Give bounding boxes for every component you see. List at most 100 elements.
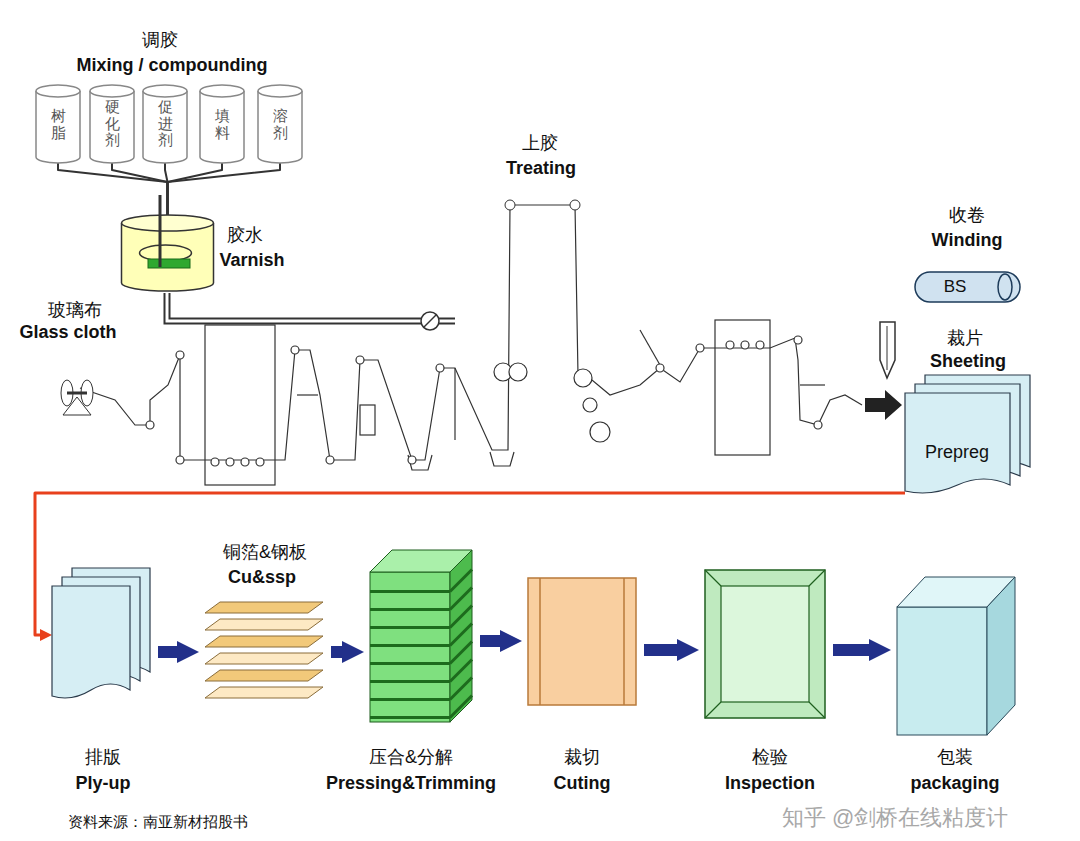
sheeting-knife <box>865 322 902 420</box>
illustration-stroke <box>756 341 764 349</box>
copper-steel-plates-part <box>205 602 323 613</box>
sheet <box>905 393 1010 493</box>
illustration-stroke <box>424 315 436 327</box>
pressed-book-part <box>370 716 450 719</box>
pressed-book-part <box>450 570 472 592</box>
step-label: Treating <box>506 158 576 179</box>
illustration-stroke <box>421 312 439 330</box>
glass-cloth-roll-part <box>67 392 87 395</box>
pressed-book-part <box>370 662 450 665</box>
source-caption: 资料来源：南亚新材招股书 <box>68 813 248 832</box>
ingredient-drum-part <box>143 85 187 97</box>
illustration-stroke <box>326 456 334 464</box>
illustration-stroke <box>226 458 234 466</box>
copper-steel-plates: 铜箔&钢板Cu&ssp <box>205 600 323 700</box>
illustration-stroke <box>656 364 664 372</box>
step-label: 铜箔&钢板 <box>223 542 307 563</box>
copper-steel-plates-part <box>205 687 323 698</box>
pressed-book-part <box>370 644 450 647</box>
step-label: Inspection <box>725 773 815 794</box>
illustration-stroke <box>360 405 375 435</box>
treater-tower: 上胶Treating <box>505 192 585 452</box>
package-box-part <box>987 577 1015 735</box>
illustration-stroke <box>167 293 455 321</box>
winding-roll-part <box>998 274 1012 300</box>
inspection-panel-part <box>705 570 825 718</box>
inspection-panel-part <box>721 586 809 702</box>
illustration-stroke <box>297 394 318 395</box>
pressed-book-part <box>370 590 450 593</box>
flow-arrow <box>480 635 500 647</box>
pressed-book-part <box>450 624 472 646</box>
inspection-panel: 检验Inspection <box>705 570 825 718</box>
ingredient-drum-part <box>36 85 80 97</box>
step-label: 裁片 <box>947 328 983 349</box>
step-label: 收卷 <box>949 205 985 226</box>
treater-tower-outline <box>505 192 585 452</box>
step-label: 压合&分解 <box>369 747 453 768</box>
ply-up-stack-outline <box>52 568 150 700</box>
prepreg-stack-outline <box>905 375 1030 495</box>
cut-panel-part <box>539 578 541 705</box>
pressed-book-part <box>450 696 472 718</box>
copper-steel-plates-part <box>205 653 323 664</box>
shape-text: BS <box>944 277 967 297</box>
copper-steel-plates-part <box>205 670 323 681</box>
cut-panel-part <box>623 578 625 705</box>
illustration-stroke <box>256 458 264 466</box>
illustration-stroke <box>454 368 455 440</box>
ply-up-stack: 排版Ply-up <box>52 568 150 700</box>
illustration-stroke <box>583 398 597 412</box>
shape-text: 硬化剂 <box>105 99 120 149</box>
pressed-book-outline <box>370 550 472 722</box>
copper-steel-plates-part <box>205 619 323 630</box>
treater-tower-part <box>505 200 515 210</box>
illustration-stroke <box>80 205 862 460</box>
treater-machine <box>80 205 862 485</box>
illustration-stroke <box>715 320 770 455</box>
ingredient-drum-part <box>90 85 134 97</box>
step-label: 排版 <box>85 747 121 768</box>
flow-arrow <box>331 646 342 658</box>
ingredient-drum-part <box>258 91 302 163</box>
prepreg-stack: 裁片SheetingPrepreg <box>905 375 1030 495</box>
step-label: 包装 <box>937 747 973 768</box>
pressed-book-part <box>370 608 450 611</box>
step-label: Cu&ssp <box>228 567 296 588</box>
shape-text: 促进剂 <box>158 99 173 149</box>
pressed-book-part <box>450 642 472 664</box>
cut-panel-part <box>528 578 636 705</box>
pressed-book-part <box>450 550 472 722</box>
illustration-stroke <box>887 326 888 370</box>
illustration-stroke <box>211 458 219 466</box>
copper-steel-plates-part <box>205 636 323 647</box>
illustration-stroke <box>146 421 154 429</box>
watermark: 知乎 @剑桥在线粘度计 <box>782 803 1008 833</box>
step-label: packaging <box>910 773 999 794</box>
flow-arrow <box>158 646 177 658</box>
step-label: Cuting <box>554 773 611 794</box>
section-heading: 调胶 <box>142 28 178 52</box>
illustration-stroke <box>291 346 299 354</box>
ingredient-drum-part <box>90 91 134 163</box>
step-label: 检验 <box>752 747 788 768</box>
illustration-stroke <box>640 330 660 365</box>
illustration-stroke <box>408 456 416 464</box>
treater-tower-part <box>570 200 580 210</box>
illustration-stroke <box>814 421 822 429</box>
illustration-stroke <box>880 322 895 378</box>
ingredient-drum: 树脂 <box>36 85 80 163</box>
winding-roll: 收卷WindingBS <box>915 272 1020 302</box>
varnish-tank-part <box>122 215 214 231</box>
illustration-stroke <box>176 456 184 464</box>
varnish-tank-outline <box>120 215 215 293</box>
ingredient-drum-part <box>200 85 244 97</box>
step-label: Ply-up <box>75 773 130 794</box>
ingredient-drum: 硬化剂 <box>90 85 134 163</box>
illustration-stroke <box>356 356 364 364</box>
illustration-stroke <box>726 341 734 349</box>
illustration-stroke <box>800 384 825 385</box>
shape-text: 树脂 <box>51 108 66 141</box>
illustration-stroke <box>408 455 432 470</box>
